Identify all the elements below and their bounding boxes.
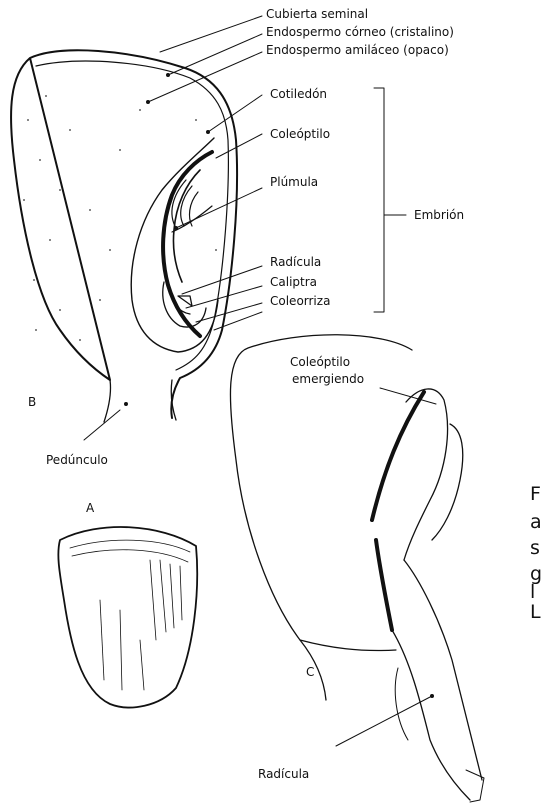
label-cubierta-seminal: Cubierta seminal: [266, 7, 368, 21]
leader-dot-c: [430, 694, 434, 698]
label-coleoptilo-emergiendo-2: emergiendo: [292, 372, 364, 386]
germinating-seed-c: [230, 335, 484, 802]
label-coleoptilo: Coleóptilo: [270, 127, 330, 141]
label-plumula: Plúmula: [270, 175, 318, 189]
cutoff-caption: F a s g l L: [530, 483, 542, 623]
label-radicula-c: Radícula: [258, 767, 309, 781]
leader-lines-c: [336, 388, 436, 746]
label-endospermo-amilaceo: Endospermo amiláceo (opaco): [266, 43, 449, 57]
cutoff-line-5: l: [530, 581, 535, 603]
seed-c-base: [300, 640, 396, 651]
label-coleoptilo-emergiendo-1: Coleóptilo: [290, 355, 350, 369]
peduncle: [104, 380, 176, 422]
cutoff-line-1: F: [530, 483, 541, 505]
cutoff-line-2: a: [530, 511, 542, 533]
label-embrion: Embrión: [414, 208, 464, 222]
radicle-c-dark: [376, 540, 392, 630]
cutoff-line-6: L: [530, 601, 541, 623]
kernel-section-b: [11, 50, 237, 422]
label-coleorriza: Coleorriza: [270, 294, 330, 308]
radicle-c: [392, 560, 482, 800]
panel-label-c: C: [306, 665, 314, 679]
label-caliptra: Caliptra: [270, 275, 317, 289]
seed-coat-outline: [11, 50, 237, 418]
panel-label-b: B: [28, 395, 36, 409]
panel-label-a: A: [86, 501, 95, 515]
coleorhiza-c: [395, 668, 408, 740]
kernel-whole-a: [58, 527, 197, 707]
label-endospermo-corneo: Endospermo córneo (cristalino): [266, 25, 454, 39]
cutoff-line-3: s: [530, 537, 540, 559]
label-cotiledon: Cotiledón: [270, 87, 327, 101]
kernel-a-texture: [70, 540, 190, 690]
starch-stipple: [23, 95, 217, 341]
label-pedunculo: Pedúnculo: [46, 453, 108, 467]
label-radicula: Radícula: [270, 255, 321, 269]
coleoptile-c-dark: [372, 392, 424, 520]
